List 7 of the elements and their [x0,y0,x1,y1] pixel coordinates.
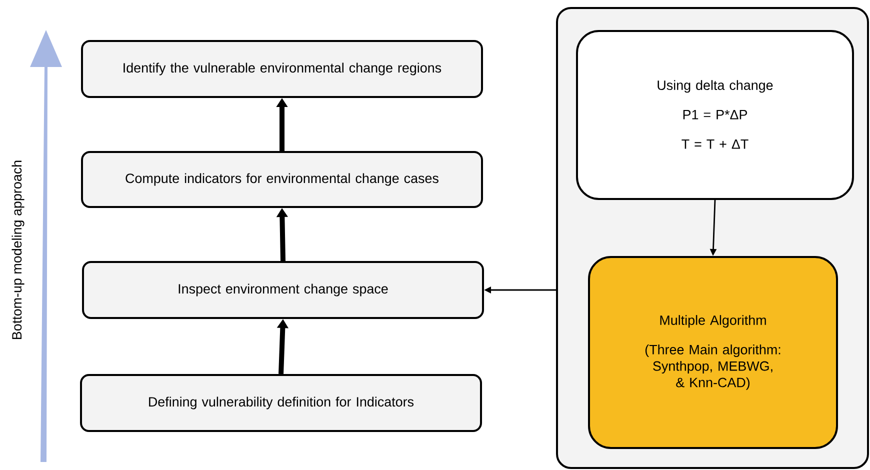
process-box: Identify the vulnerable environmental change regions [81,40,483,98]
process-box: Defining vulnerability definition for Indicators [80,374,482,432]
algorithm-box: Multiple Algorithm (Three Main algorithm: Synthpop, MEBWG, & Knn-CAD) [588,256,838,449]
axis-label: Bottom-up modeling approach [12,160,24,339]
process-box: Compute indicators for environmental change cases [81,151,483,208]
process-box: Inspect environment change space [82,261,484,319]
formula-box: Using delta change P1 = P*ΔP T = T + ΔT [576,30,854,200]
